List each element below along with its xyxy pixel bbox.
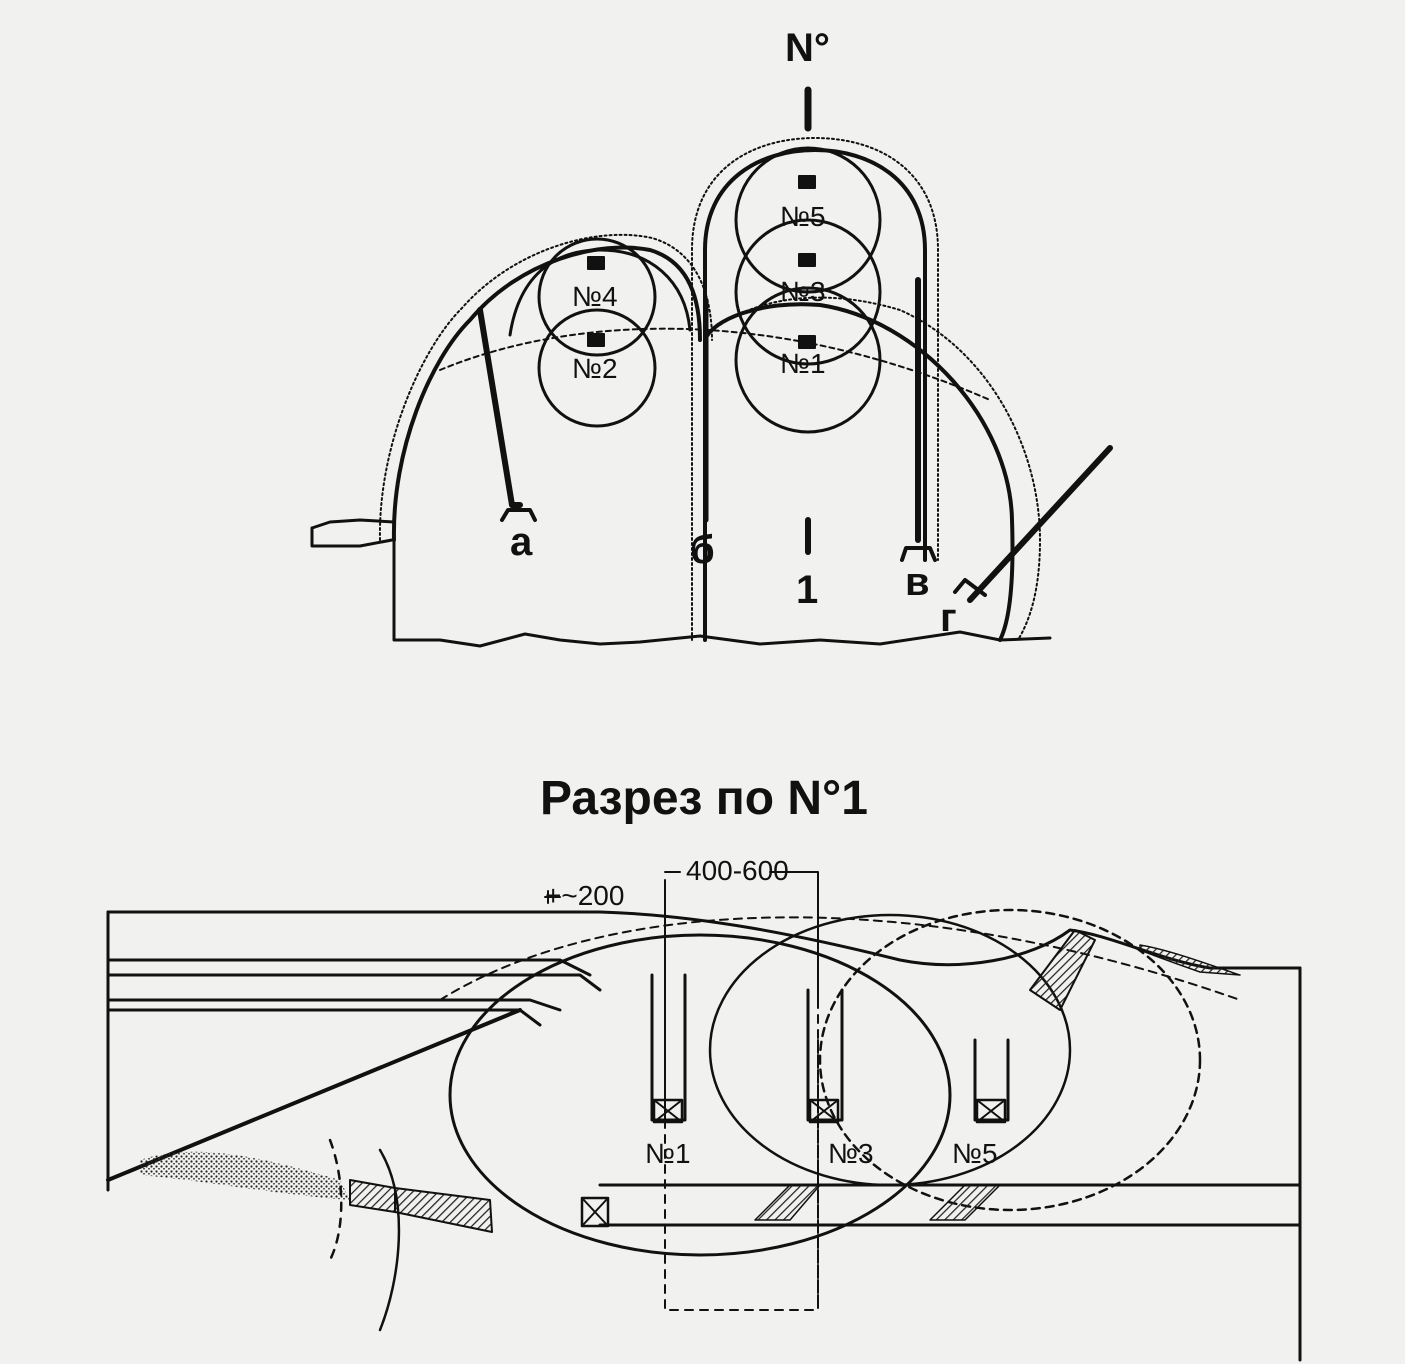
duct-v-label: в xyxy=(905,560,930,604)
top-charge-5-circle xyxy=(734,146,882,294)
duct-g-pipe xyxy=(967,445,1113,603)
section-charge-5-label: №5 xyxy=(952,1138,998,1169)
section-gallery xyxy=(598,1183,1302,1227)
top-charge-3-circle xyxy=(734,218,882,366)
top-left-gallery-hatch xyxy=(378,233,713,541)
dim-200-line xyxy=(544,890,561,904)
north-symbol-label: N° xyxy=(785,26,830,70)
section-wave-1 xyxy=(328,1138,343,1262)
top-dashed-arc xyxy=(439,327,991,401)
top-ground-line xyxy=(310,518,1052,648)
duct-g-label: г xyxy=(940,596,957,640)
section-ellipse-3 xyxy=(818,908,1202,1212)
section-view xyxy=(106,871,1302,1362)
top-charge-5-label: №5 xyxy=(780,201,826,232)
section-surface-line xyxy=(106,910,1302,970)
top-tall-arch-hatch xyxy=(691,137,939,641)
section-blast-rock xyxy=(349,1179,396,1213)
duct-g-end xyxy=(953,578,987,597)
section-shaft-5 xyxy=(973,1038,1010,1122)
section-layer-1 xyxy=(106,958,592,977)
top-right-gallery-hatch xyxy=(714,296,1041,641)
dim-200-label: +~200 xyxy=(545,880,625,911)
top-charge-4-circle xyxy=(537,237,657,357)
top-left-gallery xyxy=(391,245,702,542)
dim-400-600-label: 400-600 xyxy=(686,855,789,886)
section-charge-1-label: №1 xyxy=(645,1138,691,1169)
top-left-arch xyxy=(508,248,692,337)
top-charge-3-label: №3 xyxy=(780,276,826,307)
duct-a-end xyxy=(500,508,537,522)
dim-400-line xyxy=(664,871,819,1121)
section-charge-3-label: №3 xyxy=(828,1138,874,1169)
top-charge-4-label: №4 xyxy=(572,281,618,312)
section-blast-rock-2 xyxy=(394,1187,493,1233)
section-shaft-3 xyxy=(806,988,844,1122)
dim-vertical-dash xyxy=(664,999,819,1311)
section-hatched-wedge xyxy=(1029,929,1096,1011)
top-charge-2-circle xyxy=(537,308,657,428)
top-charge-1-label: №1 xyxy=(780,348,826,379)
top-view xyxy=(310,86,1113,648)
duct-b-label: б xyxy=(690,528,715,572)
section-ellipse-1 xyxy=(448,933,952,1257)
duct-v-end xyxy=(900,546,937,562)
section-dashed-arc xyxy=(439,916,1241,1001)
section-title: Разрез по N°1 xyxy=(540,772,868,825)
section-layer-2 xyxy=(106,973,602,992)
duct-a-label: а xyxy=(510,520,533,564)
duct-a-pipe xyxy=(477,307,523,508)
top-charge-2-label: №2 xyxy=(572,353,618,384)
section-wave-2 xyxy=(378,1148,401,1332)
top-charge-1-circle xyxy=(734,286,882,434)
section-layer-3 xyxy=(106,998,562,1012)
top-ground-left-step xyxy=(310,526,394,548)
section-slope-line xyxy=(106,1008,522,1182)
section-number-label: 1 xyxy=(796,568,819,612)
section-shaft-1 xyxy=(650,973,687,1122)
section-blast-plume xyxy=(140,1151,350,1200)
top-tall-arch xyxy=(703,148,927,642)
